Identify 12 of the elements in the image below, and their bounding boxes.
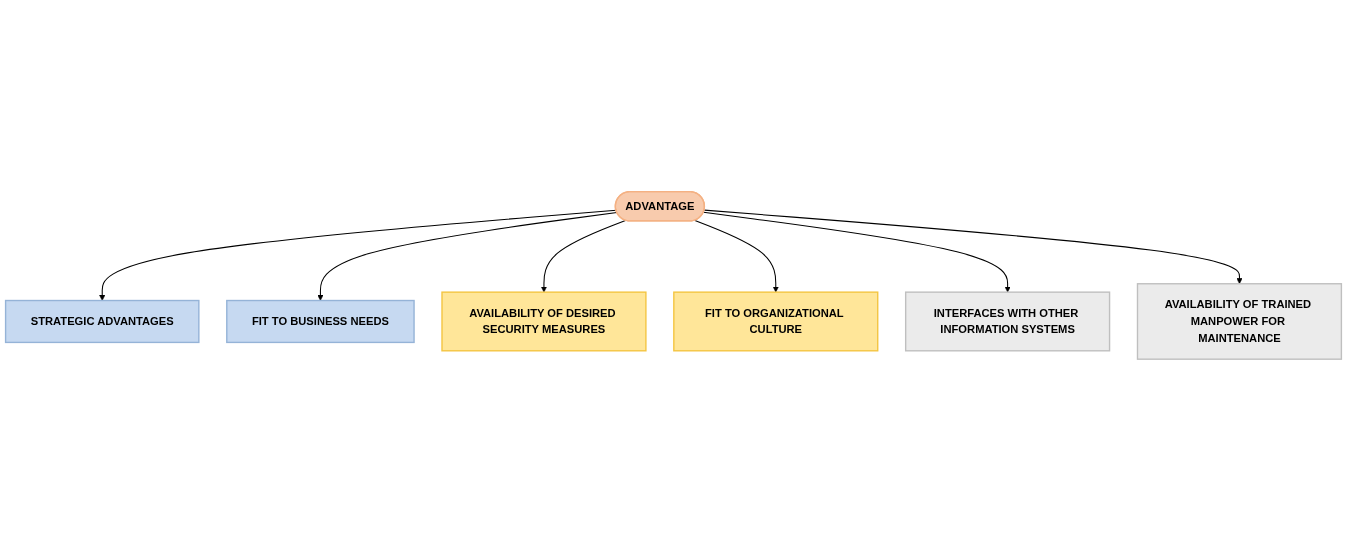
arrow [540, 219, 626, 293]
node-box: AVAILABILITY OF TRAINED MANPOWER FOR MAINTENANCE [1136, 282, 1343, 360]
arrow [99, 209, 617, 301]
arrow [703, 211, 1011, 293]
node-box: INTERFACES WITH OTHER INFORMATION SYSTEMS [904, 291, 1111, 352]
arrow [317, 211, 618, 301]
arrow [703, 209, 1243, 284]
node-box: FIT TO ORGANIZATIONAL CULTURE [673, 291, 879, 352]
arrow [694, 219, 779, 293]
node-box: AVAILABILITY OF DESIRED SECURITY MEASURES [441, 291, 647, 352]
node-box: FIT TO BUSINESS NEEDS [226, 299, 415, 343]
node-box: STRATEGIC ADVANTAGES [4, 299, 200, 343]
